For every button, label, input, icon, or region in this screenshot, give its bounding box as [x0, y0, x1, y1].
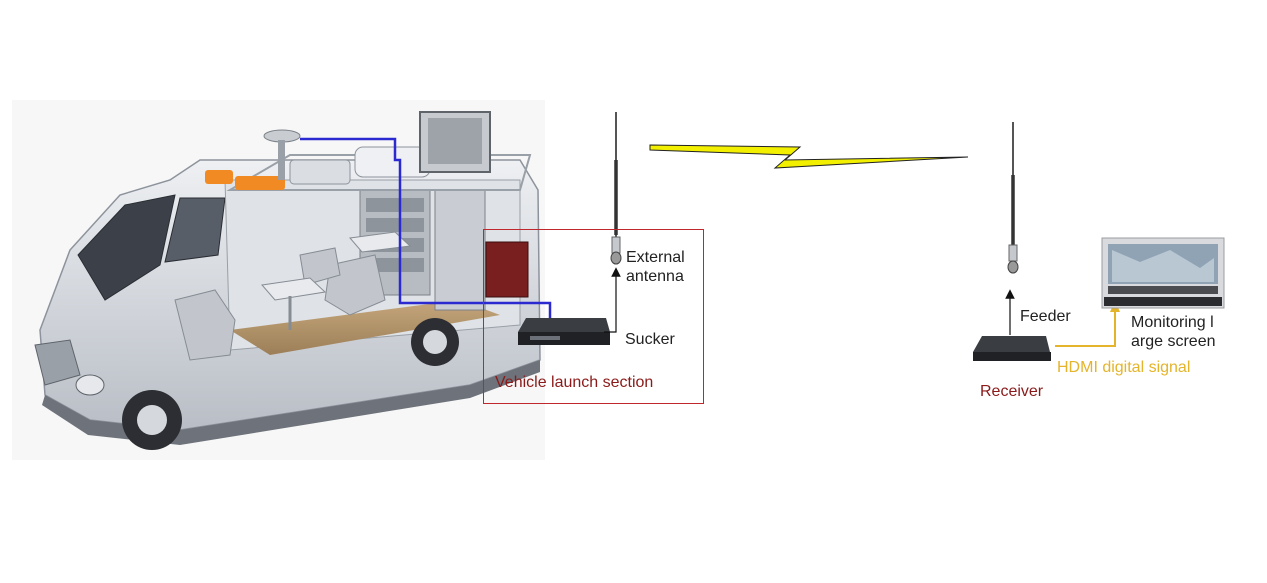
- external-antenna-label-line1: External: [626, 249, 685, 266]
- external-antenna-label: External antenna: [626, 248, 685, 286]
- external-antenna-label-line2: antenna: [626, 268, 684, 285]
- wireless-link-icon: [649, 144, 969, 169]
- vehicle-launch-section-box: [483, 229, 704, 404]
- receiver-antenna-icon: [1007, 122, 1019, 274]
- hdmi-arrow: [1055, 310, 1116, 347]
- receiver-device: [973, 336, 1051, 361]
- transmitter-device: [518, 318, 610, 345]
- antenna-feed-arrow: [604, 267, 621, 333]
- sucker-label: Sucker: [625, 331, 675, 348]
- monitoring-screen-icon: [1101, 237, 1225, 309]
- monitoring-screen-label: Monitoring l arge screen: [1131, 313, 1216, 351]
- vehicle-launch-section-label: Vehicle launch section: [495, 374, 654, 391]
- receiver-label: Receiver: [980, 383, 1044, 400]
- external-antenna-icon: [610, 112, 622, 265]
- van-illustration: [12, 100, 552, 460]
- hdmi-signal-label: HDMI digital signal: [1057, 359, 1191, 376]
- monitoring-screen-label-line1: Monitoring l: [1131, 314, 1214, 331]
- monitoring-screen-label-line2: arge screen: [1131, 333, 1216, 350]
- feeder-label: Feeder: [1020, 308, 1071, 325]
